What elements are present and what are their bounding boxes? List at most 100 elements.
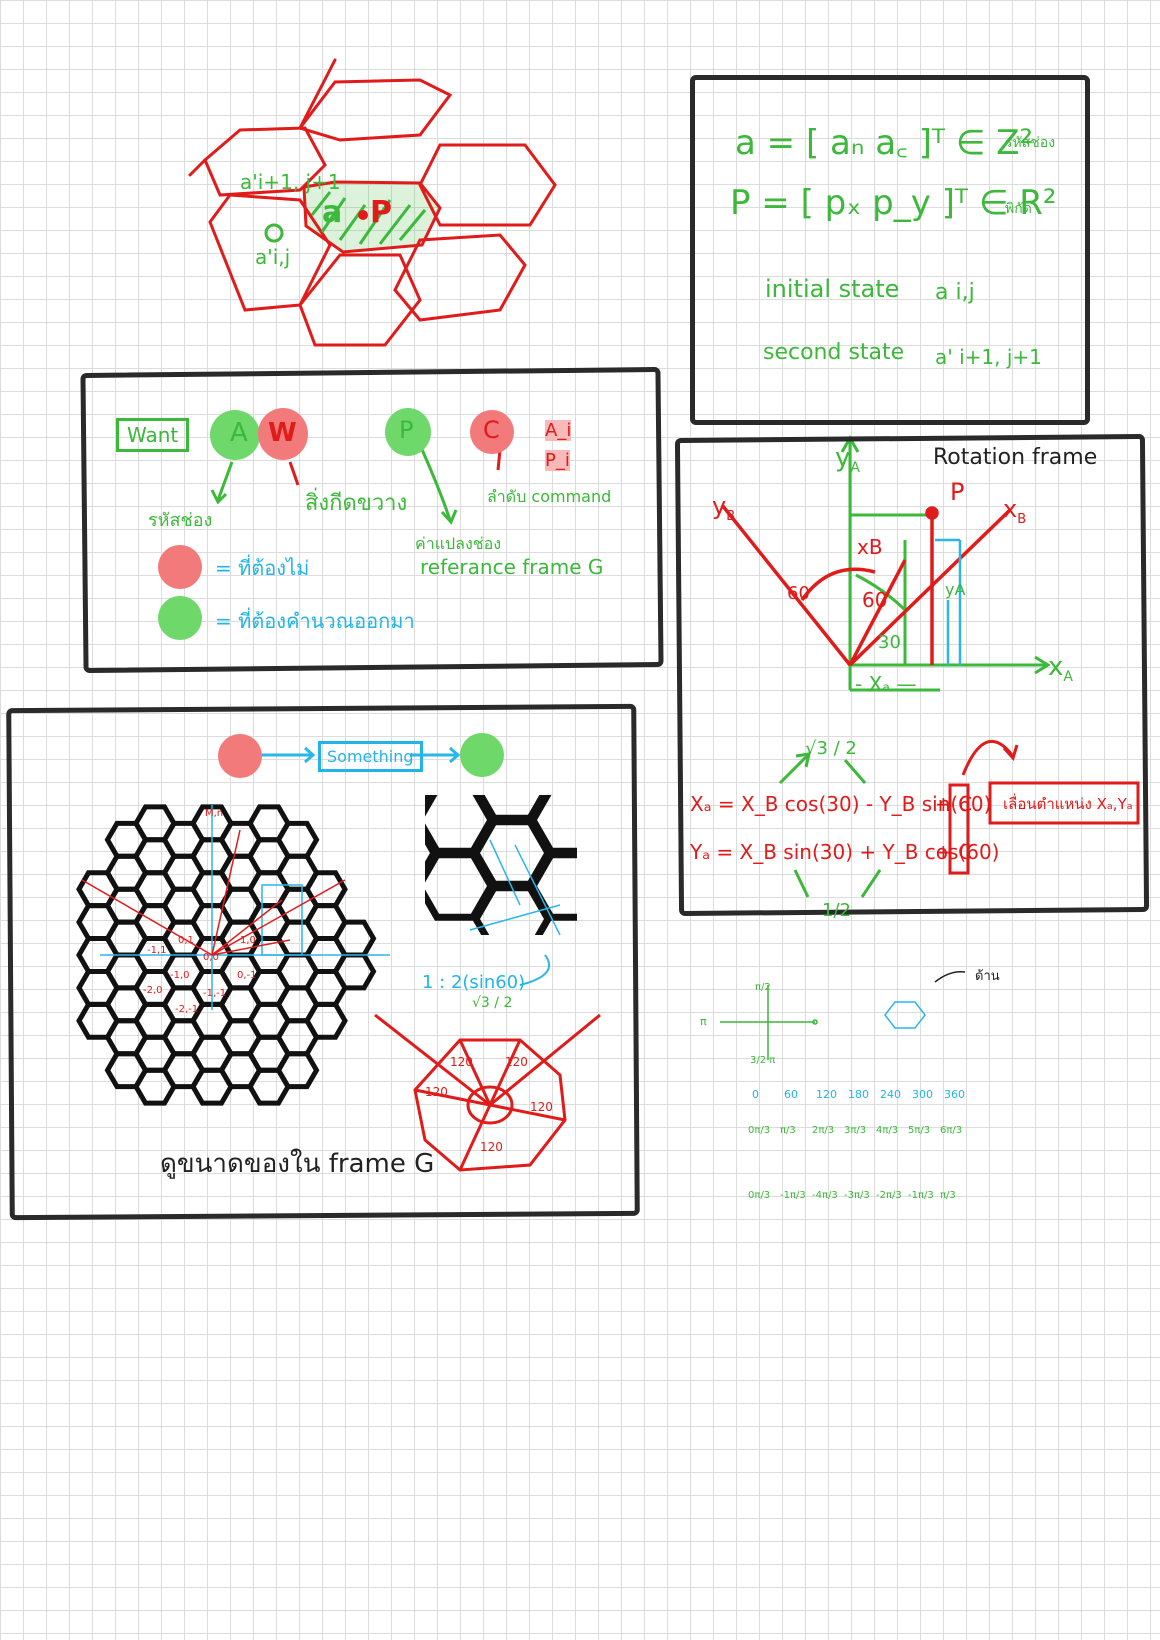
legend-red-dot (158, 545, 202, 589)
xA-bottom-label: - Xₐ — (855, 672, 917, 696)
angle-120-e: 120 (425, 1085, 448, 1099)
pi-label: π (700, 1015, 707, 1028)
angle-60-left: 60 (787, 583, 810, 604)
legend-arrows (210, 444, 458, 525)
definitions-box (690, 75, 1090, 425)
rotation-axes-cyan (935, 538, 962, 665)
closeup-hexagon (471, 884, 553, 935)
label-A: A (230, 418, 248, 448)
second-state-label: second state (763, 340, 905, 365)
want-label: Want (116, 418, 190, 452)
legend-green-meaning: = ที่ต้องคำนวณออกมา (215, 609, 415, 633)
grid-caption: ดูขนาดของใน frame G (160, 1149, 435, 1179)
equation-yA: Yₐ = X_B sin(30) + Y_B cos(60) (690, 840, 1000, 864)
ratio-sqrt: √3 / 2 (472, 995, 513, 1011)
side-label: ด้าน (975, 969, 1000, 984)
initial-state-label: initial state (765, 275, 900, 303)
green-circle-A (210, 410, 260, 460)
mini-hex (884, 970, 966, 1029)
ratio-label: 1 : 2(sin60) (422, 972, 526, 993)
cell-0-1: 0,1 (178, 935, 194, 946)
axis-yA: yA (835, 443, 860, 477)
sqrt-arrows (778, 752, 882, 898)
grid-overlay (100, 805, 561, 1010)
label-P-legend: P (399, 416, 414, 444)
label-A-i: A_i (545, 420, 572, 441)
green-circle-P (385, 408, 431, 456)
rotation-axes-red (720, 503, 1012, 667)
plus-c-1: + C (935, 792, 973, 816)
c-bracket (948, 739, 1140, 875)
rotation-point-p: P (950, 478, 965, 506)
small-green-hex (264, 223, 284, 243)
shift-note: เลื่อนตำแหน่ง Xₐ,Yₐ (1003, 795, 1133, 813)
three-pi-half-label: 3/2 π (750, 1055, 776, 1066)
label-point-p: P (370, 195, 392, 230)
angle-120-d: 120 (480, 1140, 503, 1154)
definition-a-note: รหัสช่อง (1005, 135, 1056, 151)
cell-m1-0: -1,0 (170, 970, 190, 981)
legend-arrows-red (288, 449, 502, 486)
cell-m-n: M,n (205, 808, 224, 819)
note-P-frame: referance frame G (420, 555, 604, 579)
label-center-cell: a (322, 195, 343, 230)
legend-red-meaning: = ที่ต้องไม่ (215, 556, 310, 580)
label-next-cell: a'i+1, j+1 (240, 170, 341, 194)
angle-120-c: 120 (530, 1100, 553, 1114)
sqrt-three-half: √3 / 2 (805, 738, 857, 759)
top-hex-sketch (188, 58, 557, 347)
xB-segment-label: xB (857, 535, 883, 559)
grid-hexagon (275, 1051, 320, 1090)
angle-30: 30 (878, 632, 901, 653)
axis-xA: xA (1048, 652, 1073, 686)
initial-state-value: a i,j (935, 280, 975, 305)
unit-circle (720, 985, 818, 1060)
axis-yB: yB (712, 492, 736, 524)
note-C: ลำดับ command (487, 487, 612, 506)
cell-m1-m1: -1,-1 (203, 988, 227, 999)
legend-green-dot (158, 596, 202, 640)
grid-red-overlay (81, 829, 346, 956)
something-box: Something (318, 741, 423, 772)
angle-120-b: 120 (505, 1055, 528, 1069)
cell-0-m1: 0,-1 (237, 970, 257, 981)
red-circle-W (258, 408, 308, 460)
angle-60-inner: 60 (862, 588, 888, 612)
honeycomb-closeup (425, 795, 577, 935)
note-P: ค่าแปลงช่อง (415, 534, 502, 553)
red-angle-sketch (374, 1013, 601, 1172)
definition-p: P = [ pₓ p_y ]ᵀ ∈ R² (730, 183, 1057, 223)
red-circle-C (470, 410, 514, 454)
rotation-title: Rotation frame (933, 445, 1098, 470)
definition-p-note: พิกัด (1005, 201, 1032, 217)
cell-m1-1: -1,1 (147, 945, 167, 956)
closeup-hexagon (528, 795, 577, 855)
label-C: C (483, 416, 500, 444)
label-P-i: P_i (545, 450, 570, 471)
cell-1-0: 1,0 (240, 935, 256, 946)
ratio-arrow (519, 954, 551, 986)
axis-xB: xB (1003, 495, 1027, 527)
definition-a: a = [ aₙ a꜀ ]ᵀ ∈ Z² (735, 123, 1034, 163)
angle-120-a: 120 (450, 1055, 473, 1069)
cell-m2-m1: -2,-1 (175, 1004, 199, 1015)
cell-0-0: 0,0 (203, 952, 219, 963)
pi-half-label: π/2 (755, 982, 771, 993)
flow-green-circle (460, 733, 504, 777)
one-half: 1/2 (822, 900, 851, 921)
yA-segment-label: yA (945, 580, 966, 599)
note-A: รหัสช่อง (148, 510, 213, 531)
plus-c-2: + C (935, 840, 973, 864)
flow-arrows (262, 746, 461, 764)
label-current-cell: a'i,j (255, 245, 291, 269)
cell-m2-0: -2,0 (143, 985, 163, 996)
flow-red-circle (218, 734, 262, 778)
grid-hexagon (304, 1001, 348, 1040)
point-p-dot (358, 210, 368, 220)
note-W: สิ่งกีดขวาง (305, 491, 408, 516)
label-W: W (268, 418, 297, 448)
